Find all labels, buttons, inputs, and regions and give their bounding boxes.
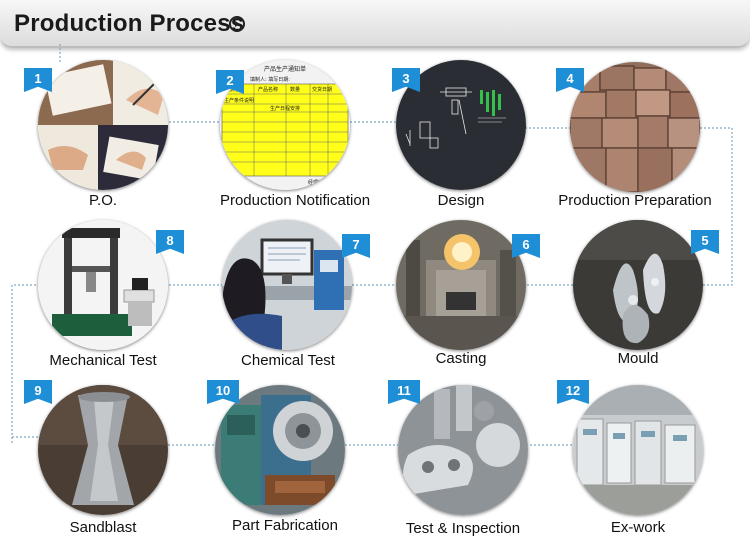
step-number-badge: 12: [557, 380, 589, 404]
mechanical-test-photo: [38, 220, 168, 350]
step-part-fabrication[interactable]: 10 Part Fabrication: [207, 380, 345, 534]
arrow-circle-right-icon[interactable]: [229, 16, 245, 32]
step-mechanical-test[interactable]: 8 Mechanical Test: [38, 220, 184, 369]
form-sign-left: 制表签字: [230, 179, 250, 186]
step-label: Design: [437, 192, 485, 209]
step-number-badge: 11: [388, 380, 420, 404]
form-spec-label: 生产条件说明: [224, 97, 254, 104]
step-label: Mechanical Test: [49, 352, 157, 369]
step-production-notification[interactable]: 产品生产通知单 填制人: 填写日期: 部门 产品名称 数量 交货日期: [216, 60, 370, 209]
step-label: Ex-work: [610, 519, 666, 536]
step-label: Chemical Test: [241, 352, 335, 369]
step-test-inspection[interactable]: 11 Test & Inspection: [388, 380, 528, 537]
warehouse-photo: [573, 385, 703, 515]
po-photo: [38, 60, 168, 190]
mould-photo: [573, 220, 703, 350]
form-header: 产品名称: [258, 86, 278, 93]
step-number-badge: 1: [24, 68, 52, 92]
form-row: 填制人: 填写日期:: [250, 76, 290, 83]
step-number-badge: 9: [24, 380, 52, 404]
form-header: 交货日期: [312, 86, 332, 93]
step-production-preparation[interactable]: 4 Production Preparation: [556, 62, 712, 209]
step-label: Mould: [617, 350, 659, 367]
step-label: Sandblast: [69, 519, 137, 536]
step-chemical-test[interactable]: 7 Chemical Test: [222, 220, 370, 369]
step-label: Test & Inspection: [405, 520, 521, 537]
connector-line: [11, 284, 40, 438]
form-title: 产品生产通知单: [264, 65, 306, 73]
step-sandblast[interactable]: 9 Sandblast: [24, 380, 168, 536]
page-title: Production Process: [14, 10, 245, 37]
step-design[interactable]: 3 Design: [392, 60, 526, 209]
connector-line: [700, 127, 733, 286]
step-number-badge: 4: [556, 68, 584, 92]
form-header: 数量: [290, 86, 300, 93]
steel-plates-photo: [570, 62, 700, 192]
form-sign-right: 经理签字: [308, 179, 328, 186]
step-label: P.O.: [88, 192, 118, 209]
step-mould[interactable]: 5 Mould: [573, 220, 719, 367]
step-casting[interactable]: 6 Casting: [396, 220, 540, 367]
inspection-parts-photo: [398, 385, 528, 515]
step-po[interactable]: 1 P.O.: [24, 60, 168, 209]
chemical-test-photo: [222, 220, 352, 350]
step-number-badge: 10: [207, 380, 239, 404]
step-label: Production Preparation: [558, 192, 712, 209]
form-plan-label: 生产日程安排: [270, 105, 300, 112]
step-ex-work[interactable]: 12 Ex-work: [557, 380, 703, 536]
step-label: Production Notification: [219, 192, 371, 209]
page-header: Production Process: [0, 0, 750, 48]
sandblast-part-photo: [38, 385, 168, 515]
step-label: Casting: [435, 350, 487, 367]
fabrication-machine-photo: [215, 385, 345, 515]
step-label: Part Fabrication: [232, 517, 338, 534]
casting-furnace-photo: [396, 220, 526, 350]
